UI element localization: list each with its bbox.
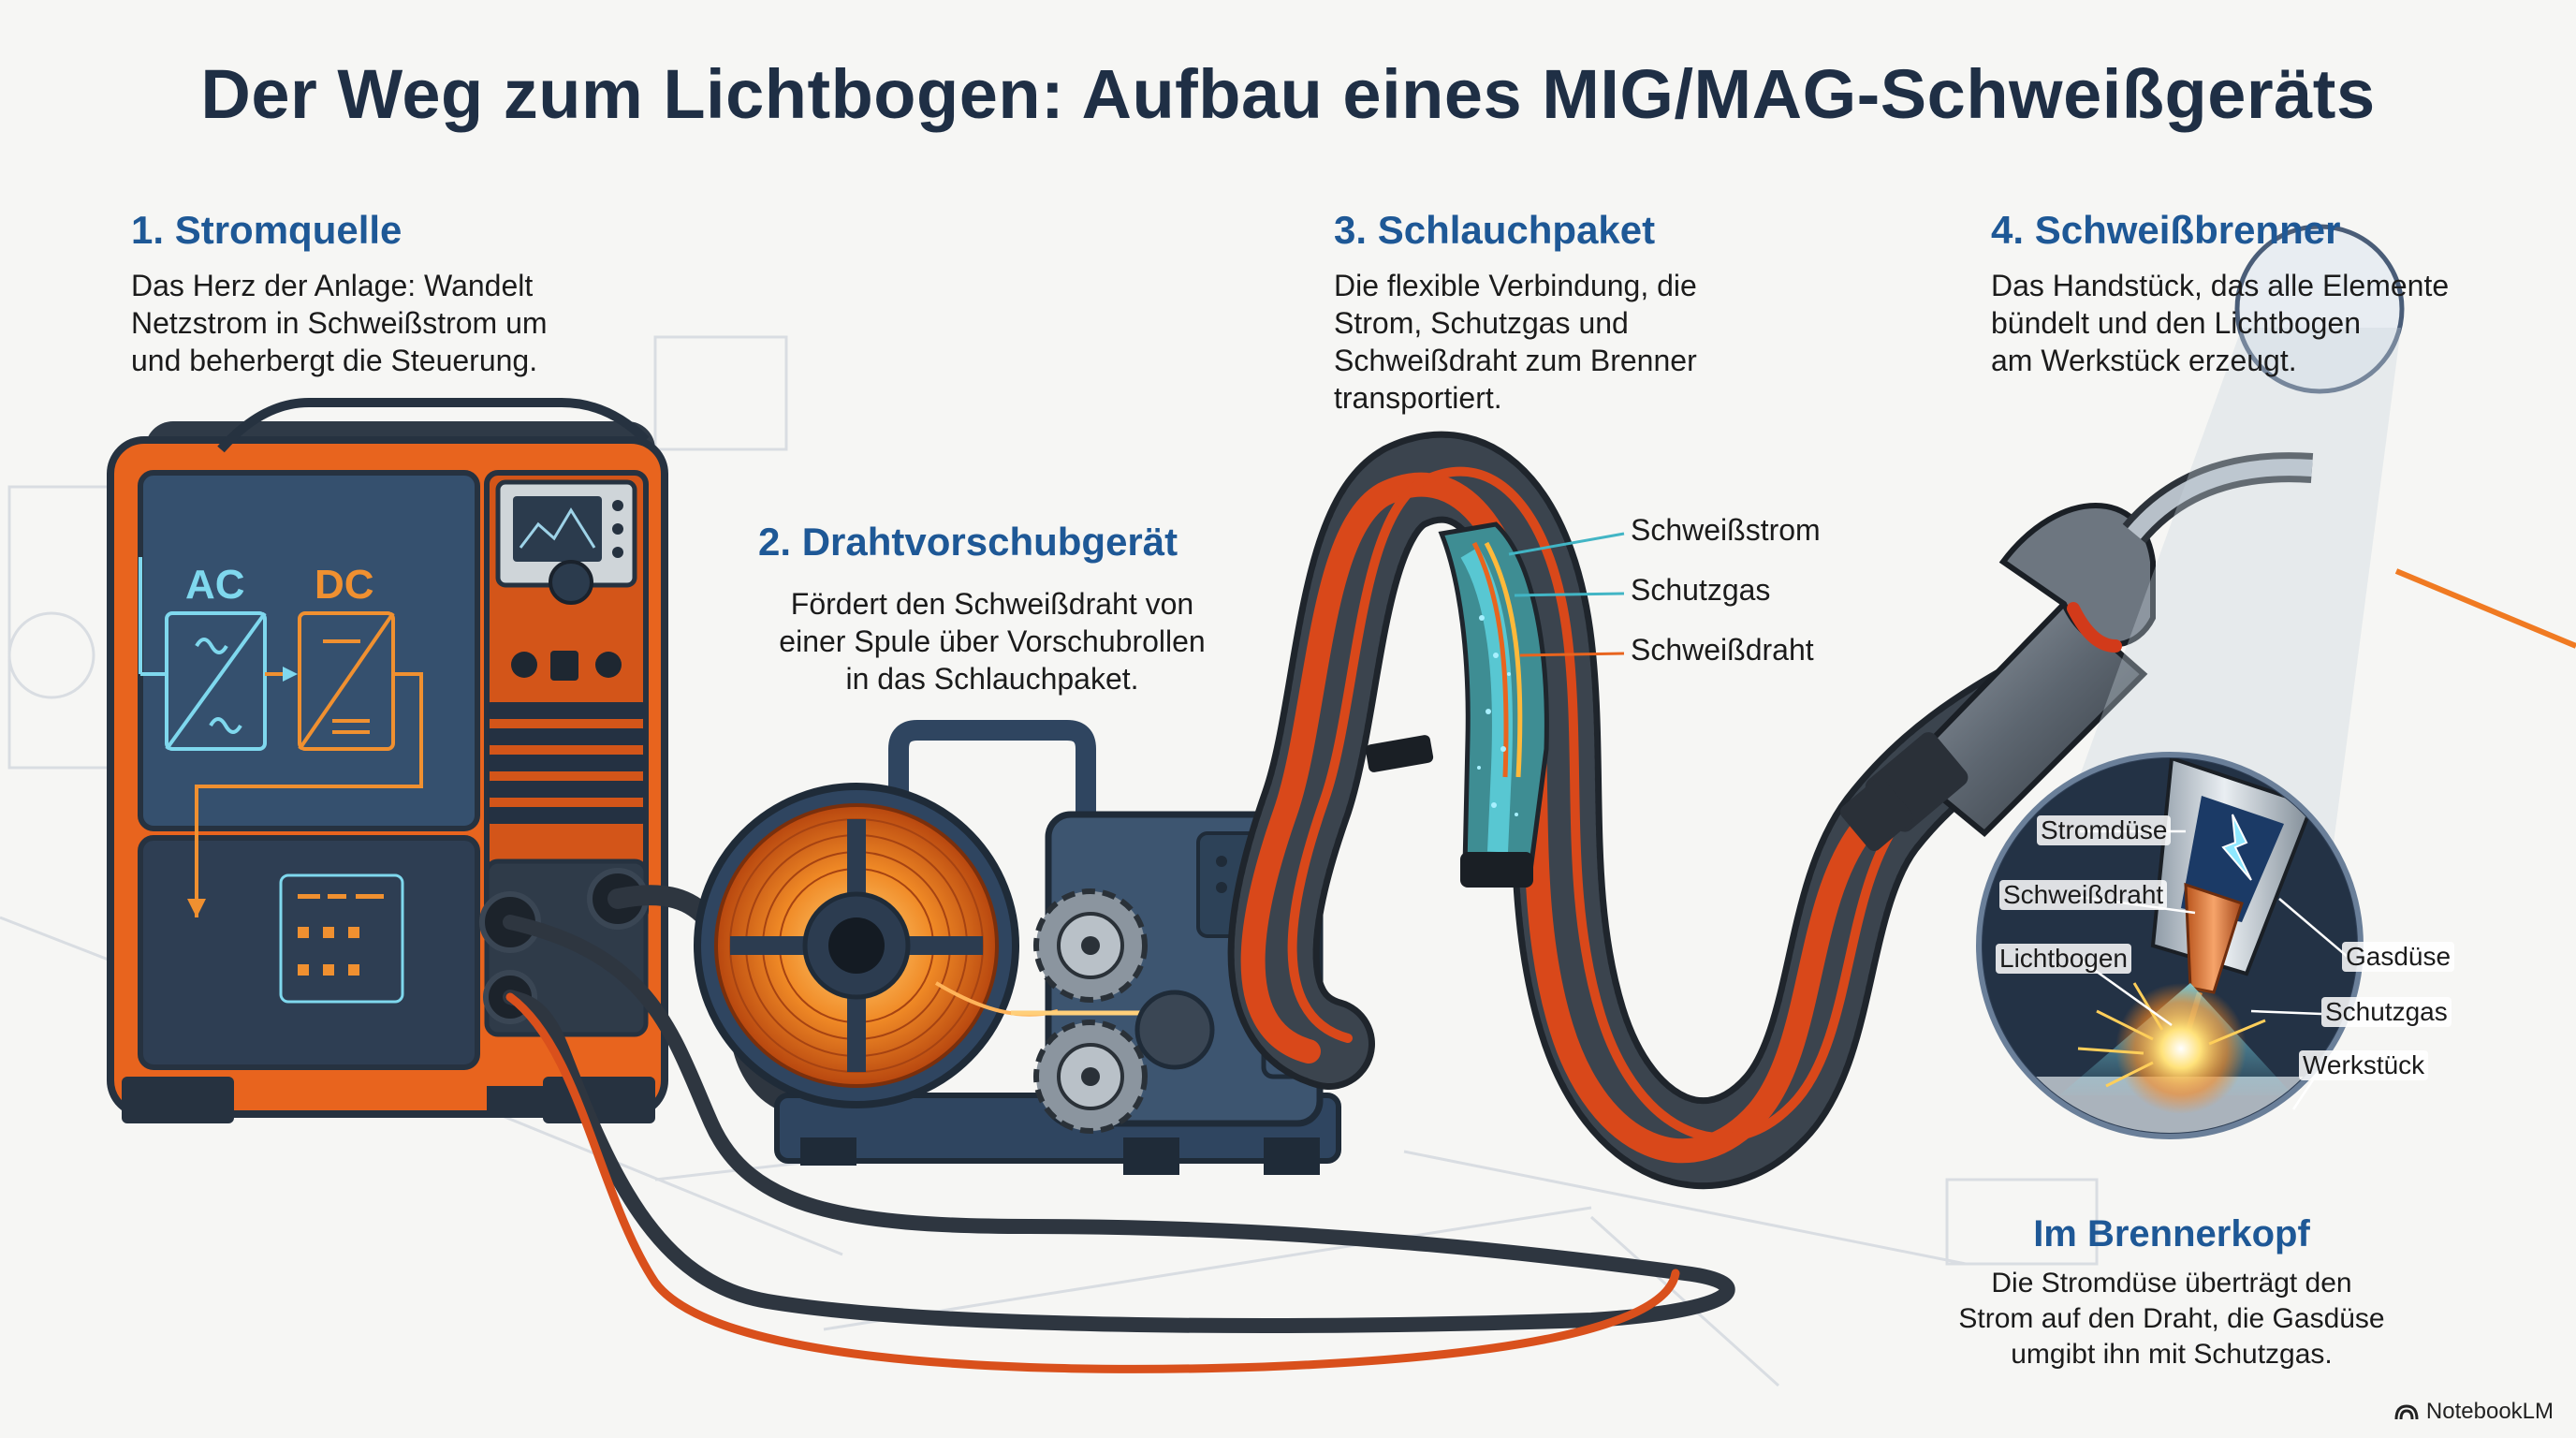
brand-name: NotebookLM (2425, 1399, 2554, 1424)
text-line: umgibt ihn mit Schutzgas. (2011, 1339, 2333, 1370)
text-line: bündelt und den Lichtbogen (1991, 306, 2362, 340)
section-schweissbrenner-heading: 4. Schweißbrenner (1991, 208, 2341, 252)
feed-roll-bottom (1033, 1020, 1148, 1134)
text-line: in das Schlauchpaket. (845, 662, 1139, 696)
text-line: Strom, Schutzgas und (1334, 306, 1629, 340)
text-line: Schweißdraht zum Brenner (1334, 344, 1697, 377)
text-line: Fördert den Schweißdraht von (790, 587, 1194, 621)
text-line: Netzstrom in Schweißstrom um (131, 306, 548, 340)
hose-cutaway (1365, 521, 1549, 888)
detail-label-gasduese: Gasdüse (2342, 942, 2455, 972)
text-line: Das Herz der Anlage: Wandelt (131, 269, 534, 302)
hose-label-schweissstrom: Schweißstrom (1631, 513, 1821, 547)
detail-label-stromduese: Stromdüse (2037, 815, 2172, 845)
section-stromquelle-heading: 1. Stromquelle (131, 208, 402, 252)
text-line: Die Stromdüse überträgt den (1991, 1268, 2352, 1299)
text-line: am Werkstück erzeugt. (1991, 344, 2297, 377)
torch-tip-zoom (2234, 224, 2576, 649)
welding-torch (1840, 452, 2314, 851)
detail-label-schweissdraht: Schweißdraht (1999, 880, 2168, 910)
detail-label-schutzgas: Schutzgas (2321, 997, 2452, 1027)
detail-label-lichtbogen: Lichtbogen (1996, 944, 2132, 974)
page-title: Der Weg zum Lichtbogen: Aufbau eines MIG… (200, 55, 2376, 133)
text-line: Die flexible Verbindung, die (1334, 269, 1697, 302)
notebooklm-brand: NotebookLM (2394, 1399, 2554, 1425)
section-schlauchpaket-heading: 3. Schlauchpaket (1334, 208, 1656, 252)
text-line: transportiert. (1334, 381, 1502, 415)
hose-label-schweissdraht: Schweißdraht (1631, 633, 1814, 667)
section-schweissbrenner-text: Das Handstück, das alle Elemente bündelt… (1991, 267, 2449, 379)
dc-label: DC (315, 562, 374, 608)
hose-leader-lines (1508, 532, 1625, 657)
notebooklm-logo-icon (2394, 1404, 2419, 1420)
detail-heading: Im Brennerkopf (2033, 1213, 2310, 1255)
detail-text: Die Stromdüse überträgt den Strom auf de… (1872, 1266, 2471, 1372)
text-line: Das Handstück, das alle Elemente (1991, 269, 2450, 302)
section-drahtvorschub-heading: 2. Drahtvorschubgerät (758, 520, 1178, 564)
vent-grille (487, 702, 646, 824)
power-source-unit (107, 398, 668, 1123)
hose-label-schutzgas: Schutzgas (1631, 573, 1771, 607)
ac-label: AC (185, 562, 245, 608)
text-line: einer Spule über Vorschubrollen (779, 624, 1206, 658)
section-stromquelle-text: Das Herz der Anlage: Wandelt Netzstrom i… (131, 267, 548, 379)
detail-label-werkstueck: Werkstück (2299, 1050, 2429, 1080)
text-line: und beherbergt die Steuerung. (131, 344, 538, 377)
section-schlauchpaket-text: Die flexible Verbindung, die Strom, Schu… (1334, 267, 1697, 417)
text-line: Strom auf den Draht, die Gasdüse (1958, 1303, 2385, 1334)
section-drahtvorschub-text: Fördert den Schweißdraht von einer Spule… (749, 585, 1236, 697)
feed-roll-top (1033, 888, 1148, 1003)
